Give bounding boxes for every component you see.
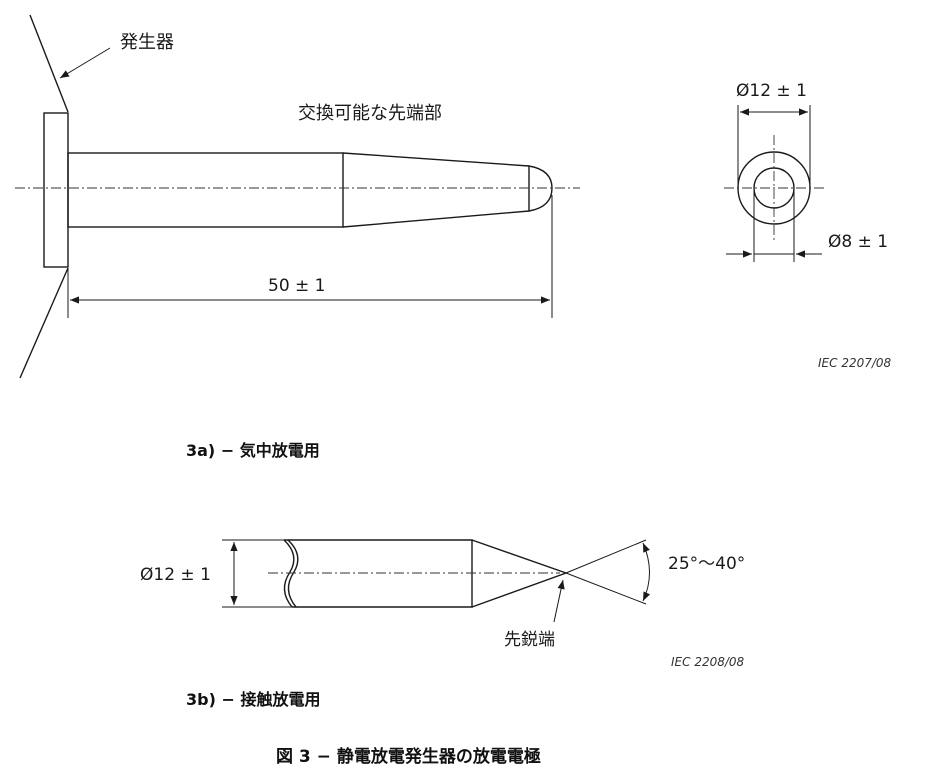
tip-label: 交換可能な先端部 <box>298 103 442 124</box>
electrode-tip <box>528 165 553 212</box>
point-label: 先鋭端 <box>504 630 555 650</box>
length-dimension-label: 50 ± 1 <box>268 276 326 296</box>
fig-b-side-view <box>222 539 651 623</box>
electrode-taper <box>342 152 530 228</box>
angle-arc <box>642 542 651 602</box>
generator-leader <box>59 47 111 79</box>
figure-title: 図 3 − 静電放電発生器の放電電極 <box>276 746 541 767</box>
fig-a-side-view <box>15 14 580 379</box>
generator-flange <box>43 112 69 268</box>
shaft-b <box>284 539 473 608</box>
outer-dia-label: Ø12 ± 1 <box>736 81 807 101</box>
iec-ref-b: IEC 2208/08 <box>671 655 745 669</box>
point-leader <box>553 579 565 623</box>
cone-b <box>471 539 569 608</box>
iec-ref-a: IEC 2207/08 <box>818 356 892 370</box>
angle-label: 25°～40° <box>668 554 745 574</box>
generator-outline-lower <box>19 267 69 379</box>
caption-b: 3b) − 接触放電用 <box>186 690 320 709</box>
break-line-2 <box>287 539 299 608</box>
break-line-1 <box>283 539 295 608</box>
dia-label-b: Ø12 ± 1 <box>140 565 211 585</box>
electrode-shaft <box>67 152 344 228</box>
generator-label: 発生器 <box>120 32 174 53</box>
fig-a-end-view <box>724 105 824 262</box>
inner-dia-label: Ø8 ± 1 <box>828 232 888 252</box>
generator-outline-upper <box>29 14 69 113</box>
caption-a: 3a) − 気中放電用 <box>186 441 320 460</box>
